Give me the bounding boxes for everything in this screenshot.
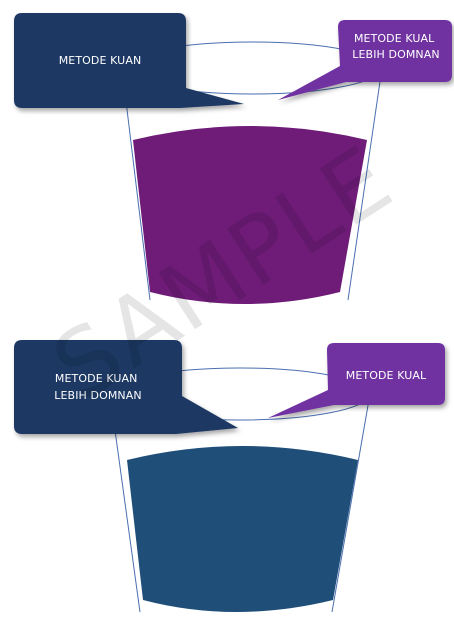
left-callout-2 — [14, 340, 238, 434]
right-callout-text-1: METODE KUAL LEBIH DOMNAN — [352, 32, 439, 61]
right-callout-1 — [278, 20, 452, 100]
right-callout-2 — [268, 343, 445, 418]
liquid-fill-1 — [133, 126, 367, 304]
left-callout-1 — [14, 13, 244, 108]
liquid-fill-2 — [127, 446, 358, 612]
left-callout-text-1: METODE KUAN — [59, 54, 142, 67]
left-callout-text-2: METODE KUAN LEBIH DOMNAN — [54, 372, 141, 402]
glass-diagram-2: METODE KUAN LEBIH DOMNAN METODE KUAL — [14, 340, 445, 613]
right-callout-text-2: METODE KUAL — [346, 369, 427, 382]
glass-diagram-1: METODE KUAN METODE KUAL LEBIH DOMNAN — [14, 13, 452, 304]
